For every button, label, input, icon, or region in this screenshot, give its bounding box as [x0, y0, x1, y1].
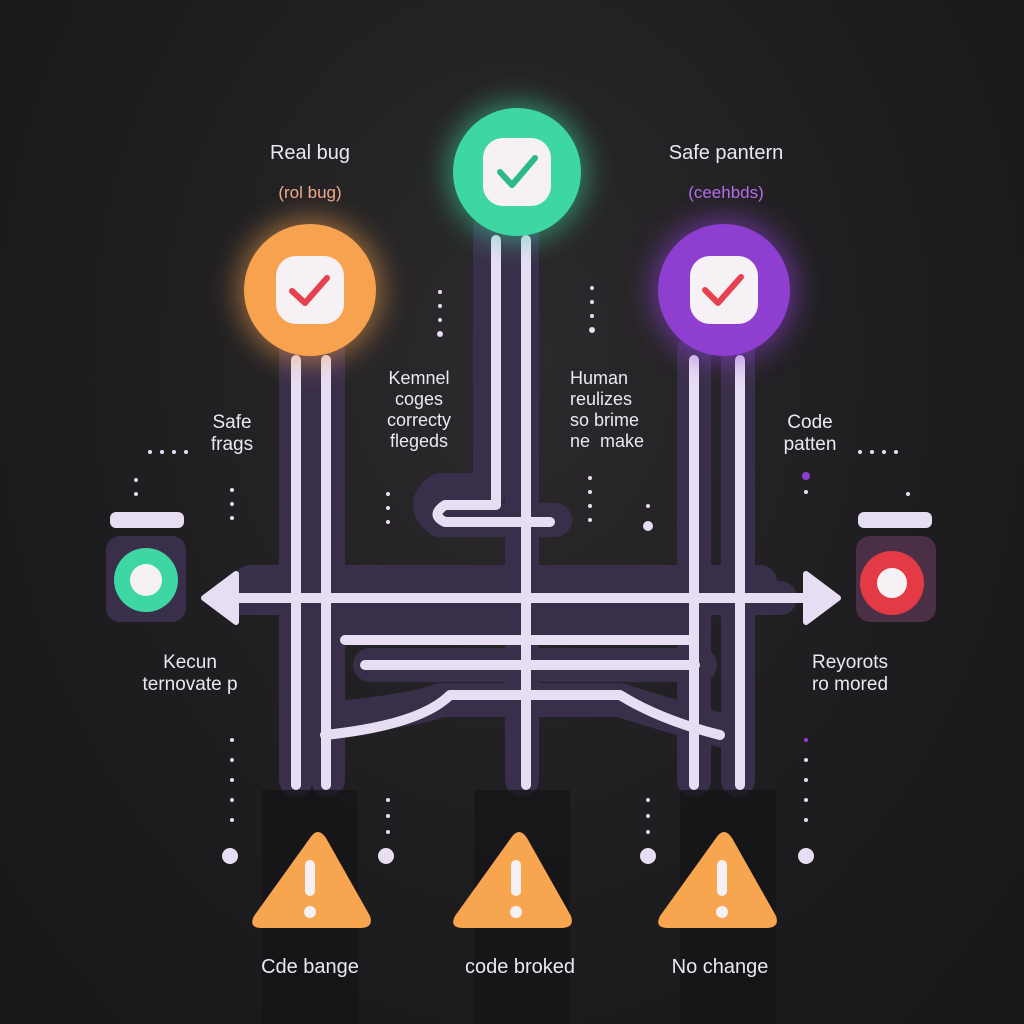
warning-center	[453, 832, 572, 928]
top-right-title: Safe pantern	[668, 142, 784, 164]
outcome-label-left: Cde bange	[261, 956, 359, 978]
outcome-label-right: No change	[671, 956, 769, 978]
dot-decorations	[134, 286, 910, 864]
node-top-left[interactable]	[238, 218, 382, 362]
label-right-low: Reyorots ro mored	[811, 652, 889, 695]
label-center-right: Human reulizes so brime ne make	[570, 368, 645, 451]
label-left-low: Kecun ternovate p	[142, 652, 238, 695]
top-left-title: Real bug	[269, 142, 351, 164]
node-top-center[interactable]	[447, 102, 587, 242]
track-network	[201, 213, 841, 797]
label-center-left: Kemnel coges correcty flegeds	[386, 368, 451, 451]
left-arrow-icon	[201, 571, 239, 625]
top-left-subtitle: (rol bug)	[278, 183, 342, 202]
top-right-subtitle: (ceehbds)	[688, 183, 764, 202]
right-arrow-icon	[803, 571, 841, 625]
signal-right	[856, 512, 936, 622]
warning-right	[658, 832, 777, 928]
signal-left	[106, 512, 186, 622]
warning-left	[252, 832, 371, 928]
label-right-mid: Code patten	[783, 412, 837, 455]
outcome-label-center: code broked	[464, 956, 576, 978]
check-icon	[497, 155, 538, 188]
check-icon	[702, 274, 744, 306]
check-icon	[289, 275, 330, 306]
label-left-mid: Safe frags	[210, 412, 254, 455]
node-top-right[interactable]	[652, 218, 796, 362]
